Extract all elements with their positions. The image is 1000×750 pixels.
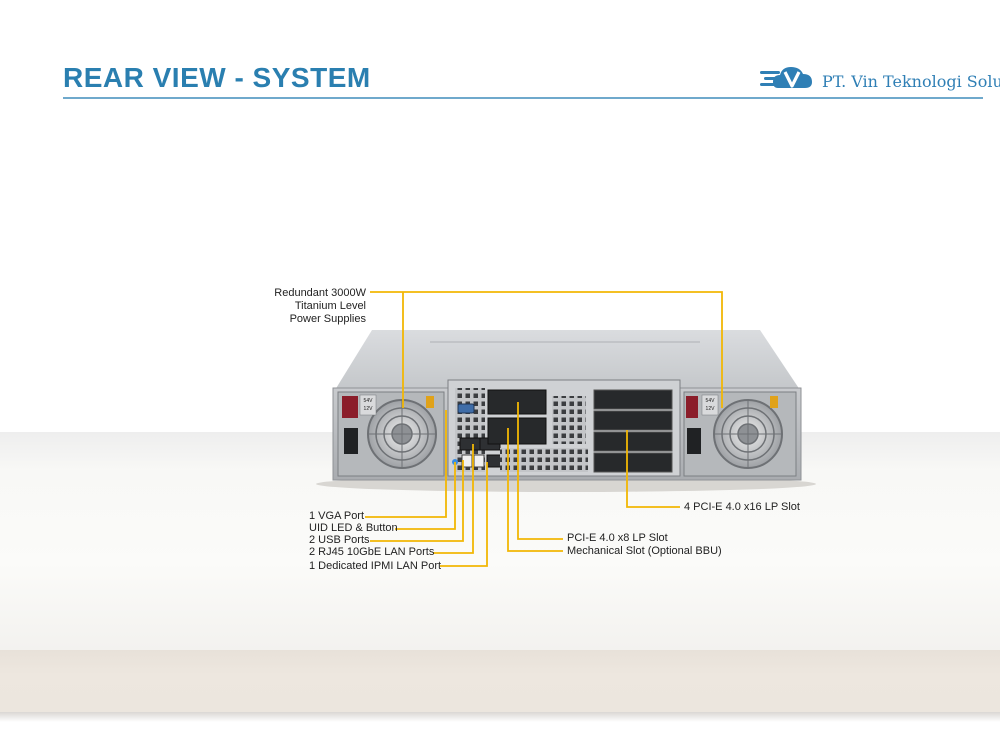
callout-line-usb <box>370 460 464 542</box>
company-name: PT. Vin Teknologi Solusi <box>822 72 1000 91</box>
pcie-x8-slot <box>487 389 547 415</box>
usb-callout-label: 2 USB Ports <box>309 534 370 546</box>
power-inlet <box>344 428 358 454</box>
psu-callout-label: Redundant 3000W Titanium Level Power Sup… <box>248 287 366 326</box>
psu-callout-line1: Redundant 3000W <box>274 287 366 299</box>
psu-voltage-label: 54V <box>364 398 374 404</box>
psu-voltage-label: 12V <box>364 406 374 412</box>
callout-line-uid <box>395 462 456 530</box>
usb-port-1 <box>461 454 473 468</box>
ipmi-callout-label: 1 Dedicated IPMI LAN Port <box>309 560 442 572</box>
center-vent <box>500 448 588 472</box>
left-power-supply: 54V 12V <box>337 391 445 477</box>
psu-callout-line3: Power Supplies <box>289 313 366 325</box>
vga-port <box>457 403 475 414</box>
chassis-top <box>335 330 800 390</box>
psu-handle <box>686 396 698 418</box>
center-vent-upper <box>552 396 586 444</box>
ipmi-lan-port <box>486 454 502 468</box>
psu-voltage-label: 12V <box>706 406 716 412</box>
callout-lines <box>365 291 723 567</box>
callout-line-lan <box>433 444 474 554</box>
psu-callout-line2: Titanium Level <box>294 300 366 312</box>
background-shadow <box>0 712 1000 722</box>
pcie-x16-callout-label: 4 PCI-E 4.0 x16 LP Slot <box>684 501 800 513</box>
company-logo <box>760 67 812 88</box>
psu-latch <box>426 396 434 408</box>
pcie-x8-callout-label: PCI-E 4.0 x8 LP Slot <box>567 532 668 544</box>
callout-line-vga <box>365 410 447 518</box>
vga-callout-label: 1 VGA Port <box>309 510 365 522</box>
psu-voltage-label: 54V <box>706 398 716 404</box>
background-floor <box>0 650 1000 712</box>
power-inlet <box>687 428 701 454</box>
callout-line-psu-right <box>370 291 723 408</box>
right-power-supply: 54V 12V <box>683 391 797 477</box>
callout-line-ipmi <box>440 462 488 567</box>
callout-line-pcie-x8 <box>517 402 563 540</box>
usb-port-2 <box>473 454 485 468</box>
title-divider <box>63 97 983 99</box>
cloud-v-logo-icon <box>760 67 812 88</box>
uid-callout-label: UID LED & Button <box>309 522 398 534</box>
rj45-lan-port-1 <box>459 437 481 451</box>
mechanical-slot <box>487 417 547 445</box>
lan-callout-label: 2 RJ45 10GbE LAN Ports <box>309 546 435 558</box>
page-title: REAR VIEW - SYSTEM <box>63 62 371 93</box>
pcie-x16-slots <box>593 389 673 473</box>
psu-latch <box>770 396 778 408</box>
callout-line-pcie-x16 <box>626 430 680 508</box>
psu-handle <box>342 396 358 418</box>
callout-line-mech-slot <box>507 428 563 552</box>
mech-slot-callout-label: Mechanical Slot (Optional BBU) <box>567 545 722 557</box>
